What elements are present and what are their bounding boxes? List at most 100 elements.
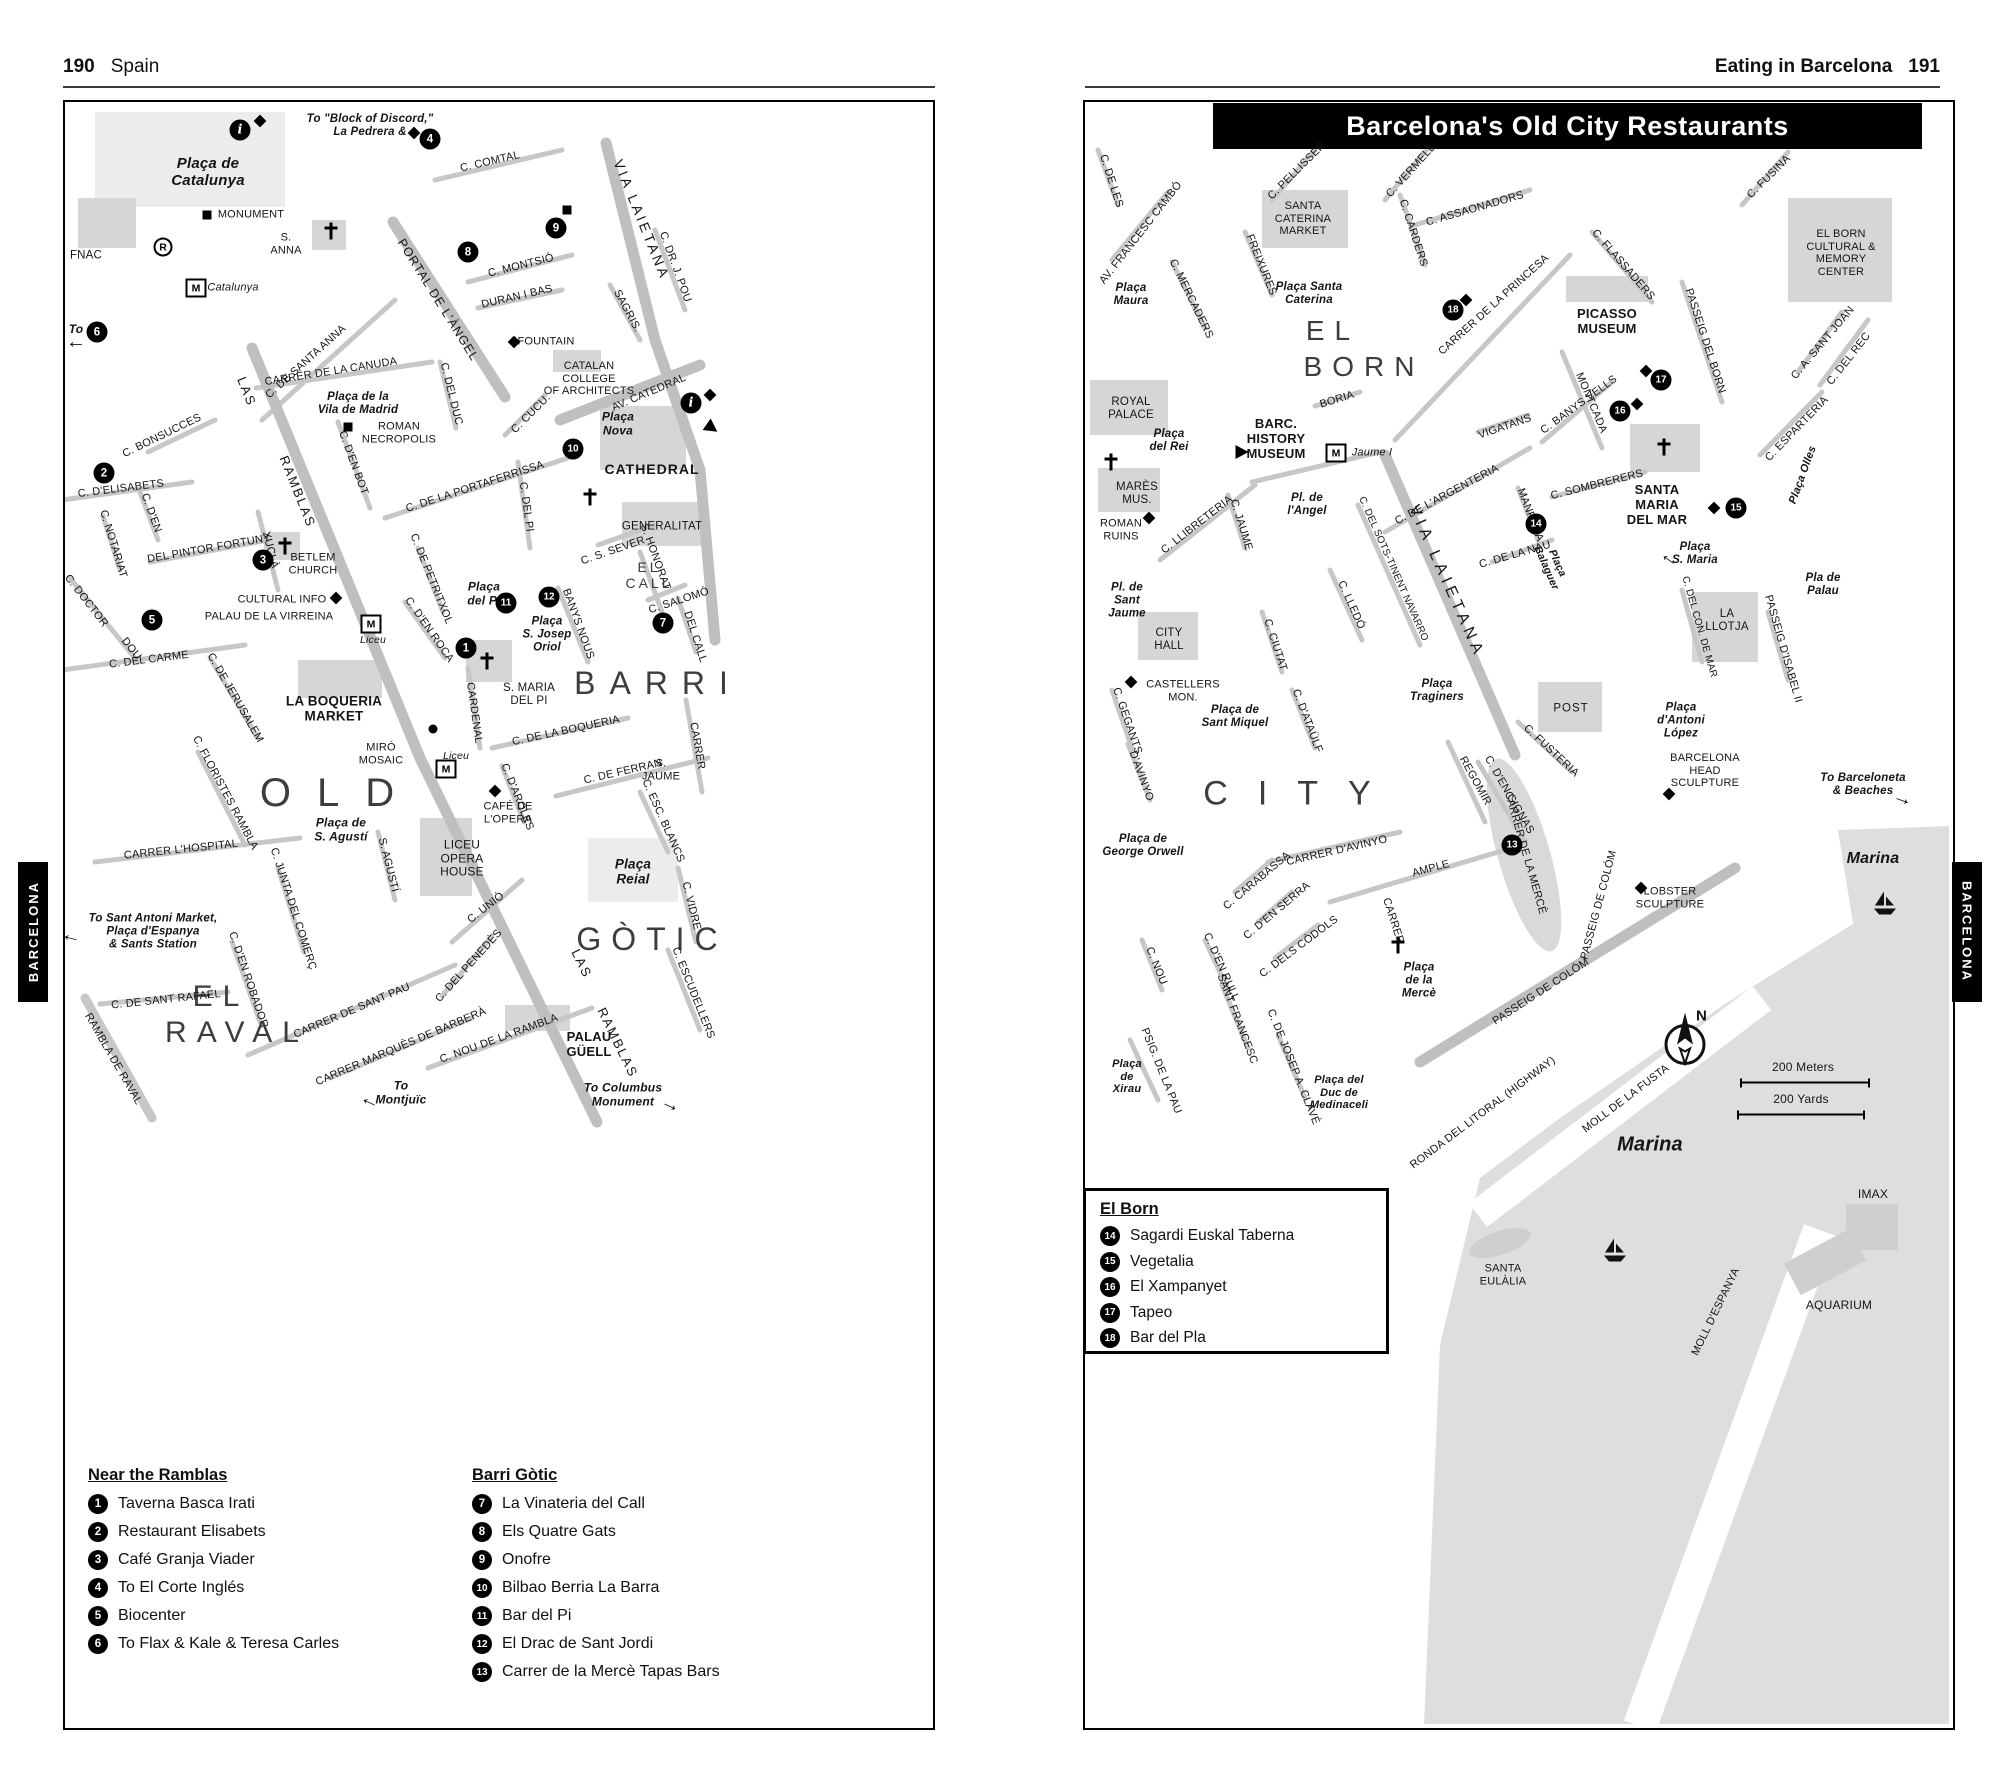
map-label: CARRER D'AVINYO [1285, 833, 1389, 869]
legend-item-label: Onofre [502, 1551, 551, 1568]
map-label: C. JAUME [1227, 497, 1255, 552]
map-label: Plaça de Xirau [1112, 1058, 1142, 1096]
map-label: S. JAUME [641, 757, 681, 782]
map-label: EL [192, 979, 250, 1013]
map-label: C. DOCTOR [61, 572, 111, 630]
compass-icon: N [1649, 1003, 1721, 1080]
section-title-right: Eating in Barcelona [1714, 56, 1893, 77]
map-label: 200 Yards [1773, 1092, 1829, 1107]
map-label: C. DE LES [1097, 152, 1126, 209]
el-raval-area-label: RAVAL [165, 1015, 309, 1049]
map-label: Plaça Olles [1786, 444, 1819, 506]
royal-palace-label: ROYAL PALACE [1108, 395, 1154, 421]
map-label: ROMAN RUINS [1100, 517, 1142, 542]
legend-item-label: El Xampanyet [1130, 1278, 1227, 1295]
legend-item-number: 15 [1100, 1251, 1120, 1272]
square-icon [562, 205, 572, 215]
legend-item-number: 7 [472, 1494, 492, 1514]
map-label: MARÈS MUS. [1116, 480, 1158, 506]
cross-icon [1657, 438, 1671, 456]
city-hall-label: CITY HALL [1154, 626, 1184, 652]
map-title: Barcelona's Old City Restaurants [1346, 110, 1789, 141]
map-marker-1: 1 [455, 637, 477, 659]
map-label: C. NOU [1143, 945, 1170, 987]
legend-item-number: 4 [88, 1578, 108, 1598]
header-rule-right [1085, 86, 1940, 88]
map-label: Marina [1846, 849, 1900, 867]
map-marker-2: 2 [93, 462, 115, 484]
map-label: Plaça de George Orwell [1102, 832, 1184, 858]
map-label: C. LLEDÓ [1335, 578, 1368, 631]
map-label: C. FLASSADERS [1589, 227, 1658, 303]
map-label: C. COMTAL [458, 149, 521, 175]
cross-icon [324, 222, 338, 240]
map-label: C. D'ATAÜLF [1289, 687, 1325, 755]
old-city-area-label: OLD [259, 771, 421, 816]
legend-item-label: Café Granja Viader [118, 1551, 255, 1568]
map-label: MONUMENT [217, 208, 285, 221]
map-label: AMPLE [1410, 857, 1451, 880]
map-label: PASSEIG DE COLÓM [1578, 849, 1620, 961]
map-marker-9: 9 [545, 217, 567, 239]
dot-icon [428, 724, 438, 734]
map-label: CATALAN COLLEGE OF ARCHITECTS [543, 360, 635, 398]
cross-icon [278, 537, 292, 555]
marina-label: Marina [1617, 1133, 1683, 1156]
diamond-icon [329, 591, 343, 605]
legend-item-number: 10 [472, 1578, 492, 1598]
side-tab-label: BARCELONA [1959, 881, 1975, 983]
map-label: BETLEM CHURCH [288, 551, 338, 576]
map-label: Plaça del Pi [467, 579, 501, 607]
map-label: MOLL D'ESPANYA [1689, 1266, 1743, 1358]
legend-item-label: Bilbao Berria La Barra [502, 1579, 660, 1596]
cross-icon [1391, 936, 1405, 954]
map-label: C. MERCADERS [1166, 257, 1216, 341]
map-label: BARCELONA HEAD SCULPTURE [1670, 752, 1740, 790]
map-marker-7: 7 [652, 612, 674, 634]
legend-section-title: El Born [1100, 1200, 1159, 1218]
legend-item: 16 El Xampanyet [1100, 1277, 1372, 1297]
map-label: Pl. de Sant Jaume [1108, 581, 1146, 620]
legend-item-number: 16 [1100, 1277, 1120, 1297]
palau-guell-label: PALAU GÜELL [566, 1029, 612, 1059]
map-label: S. MARIA DEL PI [502, 681, 556, 707]
map-label: C. D'EN [138, 491, 164, 535]
map-label: RONDA DEL LITORAL (HIGHWAY) [1407, 1054, 1558, 1172]
map-label: ROMAN NECROPOLIS [361, 420, 437, 445]
map-label: To Montjuïc [375, 1078, 427, 1106]
map-label: Plaça Maura [1113, 281, 1149, 307]
map-label: DURAN I BAS [480, 282, 554, 311]
svg-text:N: N [1696, 1008, 1707, 1025]
picasso-museum-label: PICASSO MUSEUM [1577, 306, 1637, 336]
el-born-cultural-memory-center-label: EL BORN CULTURAL & MEMORY CENTER [1806, 227, 1876, 278]
map-label: C. CUCU. [508, 391, 553, 436]
map-label: C. FUSINA [1744, 152, 1793, 201]
arrow-icon: → [66, 336, 86, 358]
legend-item-number: 11 [472, 1606, 492, 1626]
map-label: To "Block of Discord," La Pedrera & [306, 112, 434, 138]
legend-item-number: 12 [472, 1634, 492, 1654]
map-label: GÒTIC [576, 920, 728, 957]
map-label: C. DEL DUC [437, 361, 465, 427]
legend-section-title: Barri Gòtic [472, 1466, 558, 1484]
tri-icon [702, 418, 722, 438]
metro-icon: M [1325, 443, 1347, 463]
map-label: D'AVINYO [1126, 749, 1156, 803]
map-label: LAS [234, 374, 260, 409]
map-label: S. ANNA [270, 231, 302, 256]
generalitat-label: GENERALITAT [621, 520, 703, 533]
map-label: CAFÉ DE L'OPERA [483, 800, 533, 825]
map-label: C. FLORISTES RAMBLA [190, 733, 261, 852]
map-label: Plaça Traginers [1410, 677, 1464, 703]
diamond-icon [1142, 511, 1156, 525]
map-label: VIA LAIETANA [610, 157, 674, 283]
